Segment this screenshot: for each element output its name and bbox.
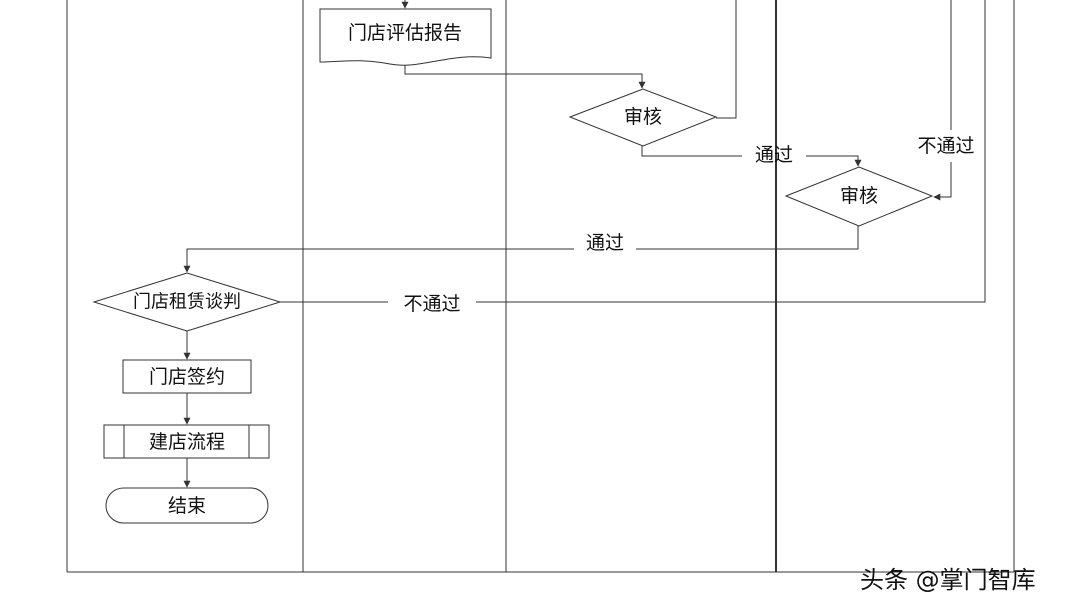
connector-review1-up — [716, 0, 737, 119]
signing-label: 门店签约 — [149, 366, 225, 388]
node-labels: 门店评估报告 审核 审核 门店租赁谈判 门店签约 建店流程 结束 — [133, 22, 878, 517]
edge-label-review1-pass: 通过 — [755, 144, 793, 166]
end-label: 结束 — [168, 495, 206, 517]
signing-box — [122, 359, 252, 394]
connector-review1-pass-a — [641, 146, 742, 157]
connectors — [183, 0, 986, 488]
edge-label-review2-reject: 不通过 — [917, 135, 974, 157]
build-process-box — [103, 424, 270, 459]
connector-review1-pass-b — [806, 155, 862, 167]
review1-label: 审核 — [624, 106, 662, 128]
end-terminator — [105, 487, 269, 524]
watermark-text: 头条 @掌门智库 — [860, 566, 1036, 594]
nodes — [92, 8, 934, 524]
connector-reject-down-b — [933, 162, 952, 201]
report-label: 门店评估报告 — [348, 22, 462, 44]
edge-label-review2-pass: 通过 — [586, 232, 624, 254]
report-document-shape — [319, 8, 492, 66]
swimlane-grid — [66, 0, 1015, 573]
edge-label-lease-reject: 不通过 — [403, 293, 460, 315]
lease-label: 门店租赁谈判 — [133, 292, 241, 313]
connector-lease-reject-b — [476, 0, 986, 303]
review2-diamond — [784, 166, 934, 227]
edge-labels: 通过 不通过 通过 不通过 — [403, 135, 974, 315]
lease-diamond — [92, 272, 282, 332]
review2-label: 审核 — [840, 185, 878, 207]
build-label: 建店流程 — [149, 431, 225, 453]
review1-diamond — [568, 88, 718, 147]
connector-report-review1 — [404, 62, 646, 89]
connector-review2-pass-b — [183, 248, 574, 273]
connector-review2-pass-a — [636, 226, 859, 250]
